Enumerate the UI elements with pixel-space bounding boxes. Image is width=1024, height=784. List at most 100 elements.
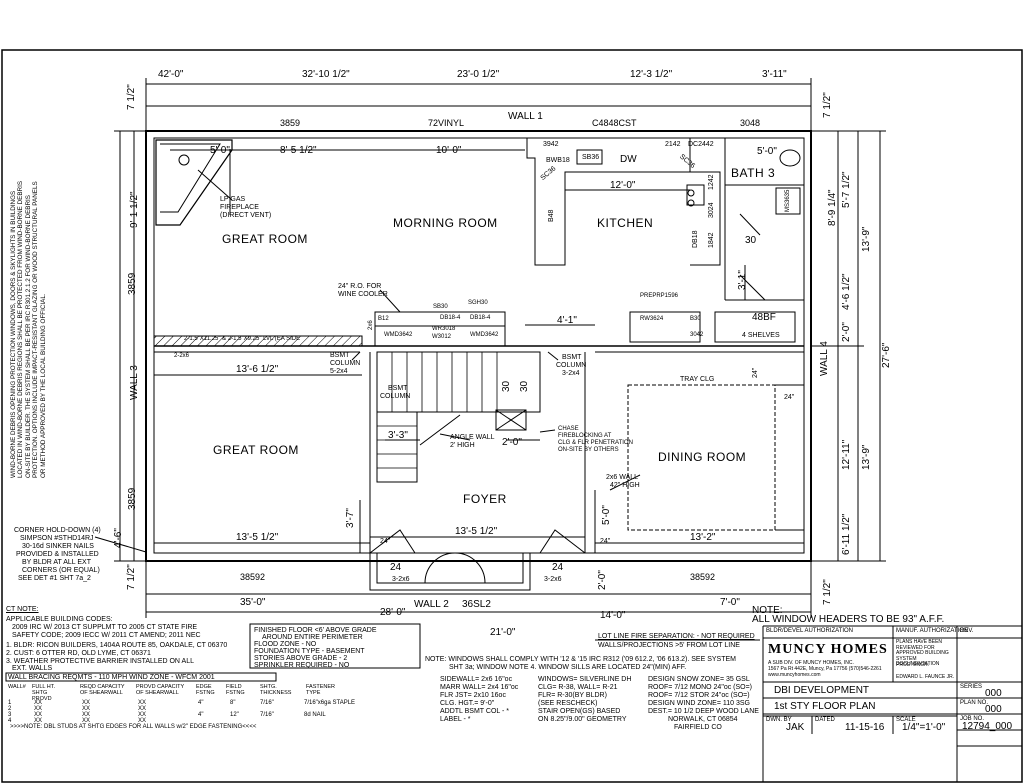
window-38592-left: 38592 bbox=[240, 572, 266, 582]
room-kitchen: KITCHEN bbox=[597, 216, 654, 230]
spec-snow: DESIGN SNOW ZONE= 35 GSL bbox=[648, 676, 750, 683]
floor-box-l5: STORIES ABOVE GRADE - 2 bbox=[254, 655, 348, 662]
window-c4848cst: C4848CST bbox=[592, 118, 637, 128]
ct-note-title: CT NOTE: bbox=[6, 606, 39, 613]
chase-note-4: ON-SITE BY OTHERS bbox=[558, 447, 619, 453]
bracing-cell: 2 bbox=[8, 706, 12, 712]
lot-line-l1: LOT LINE FIRE SEPARATION: - NOT REQUIRED bbox=[598, 633, 755, 640]
dim-left-7a: 7 1/2" bbox=[126, 84, 137, 110]
floor-box-l6: SPRINKLER REQUIRED - NO bbox=[254, 662, 350, 669]
spec-clg-hgt: CLG. HGT.= 9'-0" bbox=[440, 700, 495, 707]
dim-13-2: 13'-2" bbox=[690, 532, 716, 543]
tb-scale-lbl: SCALE bbox=[896, 717, 916, 723]
sidelite-24-right: 24 bbox=[552, 562, 564, 573]
bracing-h-edge: EDGE FSTNG bbox=[196, 684, 215, 696]
tb-sheet: 1st STY FLOOR PLAN bbox=[774, 701, 876, 712]
chase-note-3: CLG & FLR PENETRATION bbox=[558, 440, 633, 446]
room-morning-room: MORNING ROOM bbox=[393, 216, 498, 230]
wall-3-label: WALL 3 bbox=[129, 365, 140, 400]
bracing-cell: 8" bbox=[230, 700, 236, 706]
cabinet-dw: DW bbox=[620, 154, 637, 165]
dim-right-27-6: 27'-6" bbox=[881, 342, 892, 368]
cabinet-preprp1596: PREPRP1596 bbox=[640, 293, 679, 299]
spec-flr: FLR= R-30(BY BLDR) bbox=[538, 692, 607, 699]
dim-right-12-11: 12'-11" bbox=[841, 439, 852, 470]
chase-note-1: CHASE bbox=[558, 426, 579, 432]
wall-42-note-2: 42" HIGH bbox=[610, 482, 640, 489]
bracing-cell: XX bbox=[138, 700, 147, 706]
bracing-cell: 4 bbox=[8, 718, 12, 724]
chase-note-2: FIREBLOCKING AT bbox=[558, 433, 612, 439]
cabinet-db18: DB18 bbox=[692, 230, 699, 248]
bracing-cell: 7/16"x6ga STAPLE bbox=[304, 700, 356, 706]
dim-13-5-foyer: 13'-5 1/2" bbox=[455, 526, 498, 537]
tb-prod-engr: PROD. ENGR. bbox=[896, 662, 930, 668]
cabinet-b48: B48 bbox=[548, 209, 555, 222]
bracing-cell: XX bbox=[34, 700, 43, 706]
wall-4-label: WALL 4 bbox=[819, 341, 830, 376]
spec-bsmt-col: ADDTL BSMT COL - * bbox=[440, 708, 509, 715]
tb-scale: 1/4"=1'-0" bbox=[902, 722, 946, 733]
spec-county: FAIRFIELD CO bbox=[674, 724, 722, 731]
bracing-cell: 8d NAIL bbox=[304, 712, 326, 718]
spec-city: NORWALK, CT 06854 bbox=[668, 716, 738, 723]
cabinet-sgh30: SGH30 bbox=[468, 300, 488, 306]
spec-windows: WINDOWS= SILVERLINE DH bbox=[538, 676, 632, 683]
dim-12-0: 12'-0" bbox=[610, 180, 636, 191]
dim-8-5: 8'-5 1/2" bbox=[280, 145, 317, 156]
dim-30-bath: 30 bbox=[745, 235, 757, 246]
dim-right-13-9b: 13'-9" bbox=[861, 444, 872, 470]
ct-note-l4: 1. BLDR: RICON BUILDERS, 1404A ROUTE 85,… bbox=[6, 642, 228, 649]
cabinet-dc2442: DC2442 bbox=[688, 141, 714, 148]
sidelite-3-2x6-right: 3-2x6 bbox=[544, 576, 562, 583]
bsmt-column-1-b: COLUMN bbox=[330, 360, 361, 367]
hold-down-note-4: PROVIDED & INSTALLED bbox=[16, 551, 99, 558]
dim-right-7a: 7 1/2" bbox=[822, 92, 833, 118]
dim-right-2-0: 2'-0" bbox=[841, 322, 852, 342]
cabinet-wmd3642-b: WMD3642 bbox=[470, 332, 499, 338]
stair-30-b: 30 bbox=[519, 380, 530, 392]
bracing-h-fastener: FASTENER TYPE bbox=[306, 684, 336, 696]
hold-down-note-1: CORNER HOLD-DOWN (4) bbox=[14, 527, 101, 534]
tray-24-b: 24" bbox=[784, 394, 795, 401]
dim-3-1: 3'-1" bbox=[737, 270, 748, 290]
hold-down-note-6: CORNERS (OR EQUAL) bbox=[22, 567, 100, 574]
bsmt-column-1-a: BSMT bbox=[330, 352, 350, 359]
dim-2-0-right: 2'-0" bbox=[597, 570, 608, 590]
tb-jobno: 12794_000 bbox=[962, 721, 1013, 732]
dim-right-6-11: 6'-11 1/2" bbox=[841, 513, 852, 555]
hold-down-note-5: BY BLDR AT ALL EXT bbox=[22, 559, 91, 566]
tb-drawn: JAK bbox=[786, 722, 805, 733]
bsmt-column-3-b: COLUMN bbox=[380, 393, 411, 400]
hold-down-note-2: SIMPSON #STHD14RJ bbox=[20, 535, 94, 542]
bracing-cell: XX bbox=[34, 706, 43, 712]
ct-note-l2: 2009 IRC W/ 2013 CT SUPPLMT TO 2005 CT S… bbox=[12, 624, 198, 631]
dim-top-12: 12'-3 1/2" bbox=[630, 69, 673, 80]
bsmt-column-2-a: BSMT bbox=[562, 354, 582, 361]
tb-mfg-auth: MANUF. AUTHORIZATION bbox=[896, 628, 969, 634]
angle-wall-note-1: ANGLE WALL bbox=[450, 434, 495, 441]
cabinet-sb30: SB30 bbox=[433, 304, 448, 310]
room-great-room-top: GREAT ROOM bbox=[222, 232, 308, 246]
fireplace-note-2: FIREPLACE bbox=[220, 204, 259, 211]
dim-left-7b: 7 1/2" bbox=[126, 564, 137, 590]
bracing-h-provd: PROVD CAPACITY OF SHEARWALL bbox=[136, 684, 185, 696]
cabinet-3042: 3042 bbox=[690, 332, 704, 338]
specs-col-3: DESIGN SNOW ZONE= 35 GSL ROOF= 7/12 MONO… bbox=[648, 676, 759, 732]
tb-planno-lbl: PLAN NO. bbox=[960, 700, 989, 706]
cabinet-3942: 3942 bbox=[543, 141, 559, 148]
tb-review: PLANS HAVE BEEN REVIEWED FOR APPROVED BU… bbox=[896, 639, 949, 667]
cabinet-bwb18: BWB18 bbox=[546, 157, 570, 164]
lot-line-l2: WALLS/PROJECTIONS >5' FROM LOT LINE bbox=[598, 642, 740, 649]
cabinet-w3012: W3012 bbox=[432, 334, 452, 340]
bracing-h-thick: SHTG. THICKNESS bbox=[260, 684, 292, 696]
window-38592-right: 38592 bbox=[690, 572, 716, 582]
ct-note-l3: SAFETY CODE; 2009 IECC W/ 2011 CT AMEND;… bbox=[12, 632, 201, 639]
dim-top-23: 23'-0 1/2" bbox=[457, 69, 500, 80]
window-3048: 3048 bbox=[740, 118, 761, 128]
spec-flr-jst: FLR JST= 2x10 16oc bbox=[440, 692, 506, 699]
cabinet-db18-4-b: DB18-4 bbox=[470, 315, 491, 321]
hold-down-note-3: 30-16d SINKER NAILS bbox=[22, 543, 94, 550]
tb-series: 000 bbox=[985, 688, 1002, 699]
dim-top-42: 42'-0" bbox=[158, 69, 184, 80]
